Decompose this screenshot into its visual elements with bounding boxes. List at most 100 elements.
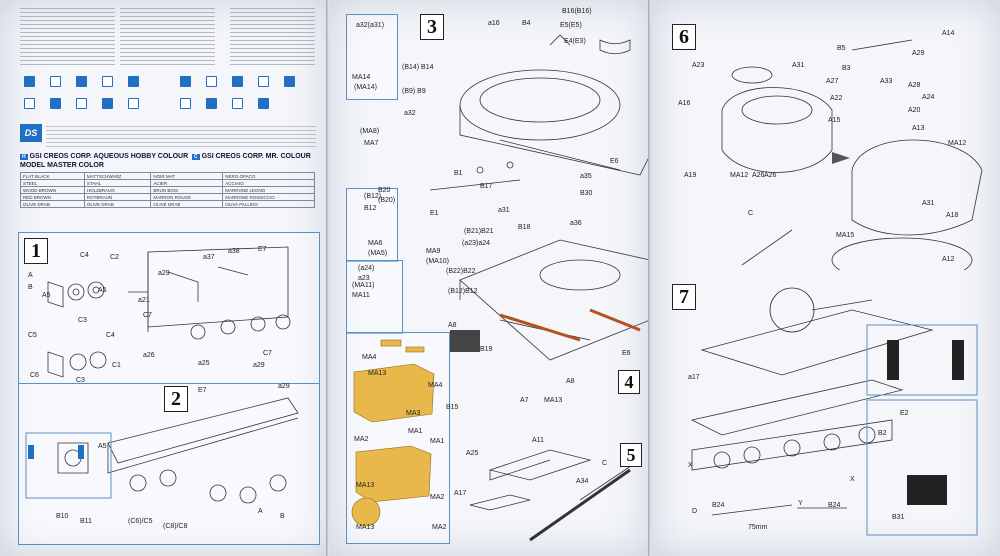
part-label: MA4 bbox=[428, 382, 443, 389]
step7-drawing bbox=[690, 287, 978, 536]
part-label: (MA10) bbox=[426, 258, 449, 265]
part-label: a29 bbox=[278, 383, 290, 390]
paint-cell: WOOD BROWN bbox=[20, 186, 85, 194]
part-label: E5(E5) bbox=[560, 22, 582, 29]
step3-inset-c bbox=[346, 260, 403, 334]
part-label: a32(a31) bbox=[356, 22, 385, 29]
part-label: C4 bbox=[80, 252, 89, 259]
part-label: A17 bbox=[454, 490, 467, 497]
step3-number: 3 bbox=[420, 14, 444, 40]
step1-drawing bbox=[47, 246, 291, 378]
part-label: A7 bbox=[520, 397, 529, 404]
part-label: MA9 bbox=[426, 248, 441, 255]
part-label: MA1 bbox=[430, 438, 445, 445]
paint-cell: HOLZBRAUN bbox=[83, 186, 152, 194]
part-label: B12 bbox=[364, 205, 377, 212]
aqueous-colour-title: GSI CREOS CORP. AQUEOUS HOBBY COLOUR bbox=[29, 153, 189, 160]
part-label: (B22)B22 bbox=[446, 268, 476, 275]
part-label: B17 bbox=[480, 183, 493, 190]
part-label: a17 bbox=[688, 374, 700, 381]
part-label: (a24) bbox=[358, 265, 375, 272]
part-label: A28 bbox=[908, 82, 921, 89]
photoetch-parts bbox=[351, 339, 435, 527]
part-label: A19 bbox=[684, 172, 697, 179]
instruction-page-left: DS H GSI CREOS CORP. AQUEOUS HOBBY COLOU… bbox=[0, 0, 328, 556]
part-label: B2 bbox=[878, 430, 887, 437]
assembly-tips-text bbox=[120, 8, 215, 68]
paint-cell: NOIR MAT bbox=[150, 172, 224, 180]
part-label: B18 bbox=[518, 224, 531, 231]
attention-text bbox=[230, 8, 315, 68]
step7-number: 7 bbox=[672, 284, 696, 310]
step1-number: 1 bbox=[24, 238, 48, 264]
part-label: E6 bbox=[610, 158, 619, 165]
step6-number: 6 bbox=[672, 24, 696, 50]
part-label: A27 bbox=[826, 78, 839, 85]
symbol-legend bbox=[20, 72, 315, 120]
part-label: C6 bbox=[30, 372, 39, 379]
paint-cell: OLIVA PALLIDO bbox=[222, 200, 315, 208]
part-label: (MA5) bbox=[368, 250, 388, 257]
part-label: A26 bbox=[752, 172, 765, 179]
part-label: E7 bbox=[258, 246, 267, 253]
paint-cell: RED BROWN bbox=[20, 193, 85, 201]
part-label: A31 bbox=[922, 200, 935, 207]
part-label: A25 bbox=[466, 450, 479, 457]
paint-cell: MARRONE ROSSICCIO bbox=[222, 193, 315, 201]
part-label: B16(B16) bbox=[562, 8, 592, 15]
part-label: B10 bbox=[56, 513, 69, 520]
part-label: (C8)/C8 bbox=[163, 523, 188, 530]
part-label: A8 bbox=[566, 378, 575, 385]
paint-cell: MARRON ROUGE bbox=[150, 193, 224, 201]
part-label: E6 bbox=[622, 350, 631, 357]
part-label: A bbox=[28, 272, 33, 279]
paint-cell: OLIVE DRAB bbox=[83, 200, 152, 208]
step4-number: 4 bbox=[618, 370, 640, 394]
part-label: B20 bbox=[378, 187, 391, 194]
paint-cell: STEEL bbox=[20, 179, 85, 187]
part-label: A34 bbox=[576, 478, 589, 485]
part-label: C7 bbox=[143, 312, 152, 319]
part-label: (B9) B9 bbox=[402, 88, 426, 95]
paint-cell: ACIER bbox=[150, 179, 224, 187]
part-label: a37 bbox=[203, 254, 215, 261]
part-label: C7 bbox=[263, 350, 272, 357]
part-label: Y bbox=[798, 500, 803, 507]
step5-number: 5 bbox=[620, 443, 642, 467]
part-label: MA13 bbox=[368, 370, 387, 377]
part-label: A5 bbox=[98, 287, 107, 294]
part-label: X bbox=[688, 462, 693, 469]
part-label: A5 bbox=[42, 292, 51, 299]
part-label: A13 bbox=[912, 125, 925, 132]
part-label: B19 bbox=[480, 346, 493, 353]
paint-cell: ROTBRAUN bbox=[83, 193, 152, 201]
part-label: A11 bbox=[532, 437, 544, 444]
ds-note-text bbox=[46, 126, 316, 148]
part-label: (B12) bbox=[364, 193, 382, 200]
part-label: B bbox=[28, 284, 33, 291]
step1-panel bbox=[18, 232, 320, 384]
part-label: MA2 bbox=[430, 494, 445, 501]
part-label: D bbox=[692, 508, 698, 515]
part-label: a29 bbox=[253, 362, 265, 369]
step2-number: 2 bbox=[164, 386, 188, 412]
part-label: A bbox=[258, 508, 263, 515]
part-label: a38 bbox=[228, 248, 240, 255]
part-label: C1 bbox=[112, 362, 121, 369]
part-label: E2 bbox=[900, 410, 909, 417]
paint-cell: FLAT BLACK bbox=[20, 172, 85, 180]
part-label: MA15 bbox=[836, 232, 855, 239]
part-label: MA12 bbox=[948, 140, 967, 147]
part-label: a36 bbox=[570, 220, 582, 227]
paint-cell: STAHL bbox=[83, 179, 152, 187]
step2-drawing bbox=[25, 397, 299, 504]
part-label: B31 bbox=[892, 514, 905, 521]
part-label: B24 bbox=[828, 502, 841, 509]
